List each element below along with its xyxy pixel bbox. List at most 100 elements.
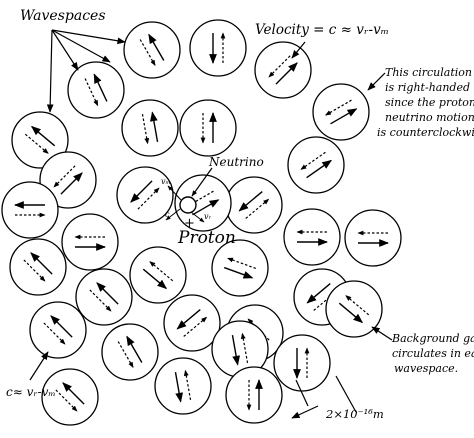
wavespace-cell bbox=[174, 174, 232, 232]
dashed-flow-arrow bbox=[183, 369, 192, 401]
scale-line-2 bbox=[295, 379, 309, 407]
dashed-flow-arrow bbox=[137, 187, 160, 210]
wavespaces-pointer-3 bbox=[51, 29, 126, 45]
wavespace-circle bbox=[287, 136, 345, 194]
wavespace-cell bbox=[325, 280, 383, 338]
wavespace-circle bbox=[163, 294, 221, 352]
circulation-note: This circulation is right-handed since t… bbox=[377, 66, 474, 139]
background-note-line-1: Background gas bbox=[391, 332, 474, 345]
vr-vector bbox=[190, 211, 205, 223]
wavespace-circle bbox=[211, 239, 269, 297]
wavespace-cell bbox=[116, 166, 174, 224]
circulation-note-line-3: since the proton bbox=[385, 96, 474, 109]
scale-line-1 bbox=[335, 375, 357, 413]
solid-flow-arrow bbox=[30, 252, 53, 275]
annotation-lines bbox=[29, 29, 393, 419]
wavespace-cell bbox=[29, 301, 87, 359]
neutrino-label: Neutrino bbox=[208, 155, 264, 169]
wavespace-circle bbox=[283, 208, 341, 266]
wavespace-circle bbox=[1, 181, 59, 239]
wavespace-cell bbox=[312, 83, 370, 141]
proton-vectors bbox=[165, 185, 205, 223]
wavespace-cell bbox=[225, 176, 283, 234]
background-note-line-3: wavespace. bbox=[394, 362, 458, 375]
dashed-flow-arrow bbox=[43, 322, 66, 345]
solid-flow-arrow bbox=[238, 190, 263, 212]
wavespace-circle bbox=[39, 151, 97, 209]
wavespace-cell bbox=[121, 99, 179, 157]
solid-flow-arrow bbox=[142, 268, 168, 290]
wavespace-circle bbox=[41, 368, 99, 426]
wavespace-cell bbox=[273, 334, 331, 392]
wavespace-circle bbox=[123, 21, 181, 79]
solid-flow-arrow bbox=[148, 33, 165, 61]
wavespace-circle bbox=[11, 111, 69, 169]
wavespace-cell bbox=[211, 320, 269, 378]
solid-flow-arrow bbox=[96, 282, 119, 305]
solid-flow-arrow bbox=[192, 199, 220, 216]
wavespace-circle bbox=[67, 61, 125, 119]
wavespace-cell bbox=[1, 181, 59, 239]
dashed-flow-arrow bbox=[186, 190, 214, 207]
dashed-flow-arrow bbox=[139, 39, 156, 67]
wavespace-circle bbox=[154, 357, 212, 415]
wavespace-cell bbox=[225, 366, 283, 424]
wavespace-circle bbox=[61, 213, 119, 271]
wavespace-cell bbox=[189, 19, 247, 77]
wavespace-cell bbox=[129, 246, 187, 304]
dashed-flow-arrow bbox=[240, 332, 249, 364]
wavespace-cell bbox=[9, 238, 67, 296]
wavespace-circle bbox=[179, 99, 237, 157]
vm-vector bbox=[167, 185, 182, 201]
solid-flow-arrow bbox=[130, 180, 153, 203]
dashed-flow-arrow bbox=[324, 99, 352, 116]
solid-flow-arrow bbox=[174, 371, 184, 403]
wavespaces-pointer-1 bbox=[51, 29, 111, 63]
wavespace-cell bbox=[254, 41, 312, 99]
wavespace-circle bbox=[189, 19, 247, 77]
vm-label: vₘ bbox=[161, 177, 171, 186]
solid-flow-arrow bbox=[223, 266, 254, 279]
solid-flow-arrow bbox=[126, 335, 143, 363]
wavespace-circle bbox=[129, 246, 187, 304]
dashed-flow-arrow bbox=[23, 259, 46, 282]
wavespace-circle bbox=[121, 99, 179, 157]
wavespace-circle bbox=[174, 174, 232, 232]
solid-flow-arrow bbox=[30, 125, 56, 147]
wavespace-circle bbox=[344, 209, 402, 267]
solid-flow-arrow bbox=[62, 382, 85, 405]
wavespace-circle bbox=[101, 323, 159, 381]
circulation-note-line-2: is right-handed bbox=[385, 81, 470, 94]
c-label: c bbox=[165, 210, 170, 219]
dashed-flow-arrow bbox=[141, 113, 150, 145]
c-vector bbox=[165, 208, 181, 221]
solid-flow-arrow bbox=[176, 308, 201, 330]
solid-flow-arrow bbox=[306, 282, 331, 304]
dashed-flow-arrow bbox=[183, 316, 208, 337]
solid-flow-arrow bbox=[306, 159, 332, 179]
scale-arrow bbox=[291, 405, 319, 419]
wavespace-circle bbox=[225, 366, 283, 424]
wavespace-circle bbox=[225, 176, 283, 234]
wavespace-cell bbox=[287, 136, 345, 194]
background-note-line-2: circulates in each bbox=[392, 347, 474, 360]
c-formula-label: c≈ vᵣ-vₘ bbox=[6, 385, 56, 399]
wavespaces-pointer-4 bbox=[46, 29, 54, 113]
wavespace-cell bbox=[39, 151, 97, 209]
dashed-flow-arrow bbox=[84, 78, 99, 107]
wavespace-circle bbox=[273, 334, 331, 392]
vr-label: vᵣ bbox=[204, 212, 212, 221]
wavespace-cell bbox=[75, 268, 133, 326]
dashed-flow-arrow bbox=[149, 261, 174, 282]
wavespace-circle bbox=[75, 268, 133, 326]
solid-flow-arrow bbox=[338, 302, 364, 324]
circulation-note-line-4: neutrino motion bbox=[385, 111, 474, 124]
wavespace-cell bbox=[11, 111, 69, 169]
neutrino-circle bbox=[179, 196, 197, 214]
dashed-flow-arrow bbox=[245, 198, 270, 219]
wavespaces-pointer-2 bbox=[51, 29, 79, 71]
wavespace-circle bbox=[29, 301, 87, 359]
circulation-note-line-1: This circulation bbox=[385, 66, 472, 79]
